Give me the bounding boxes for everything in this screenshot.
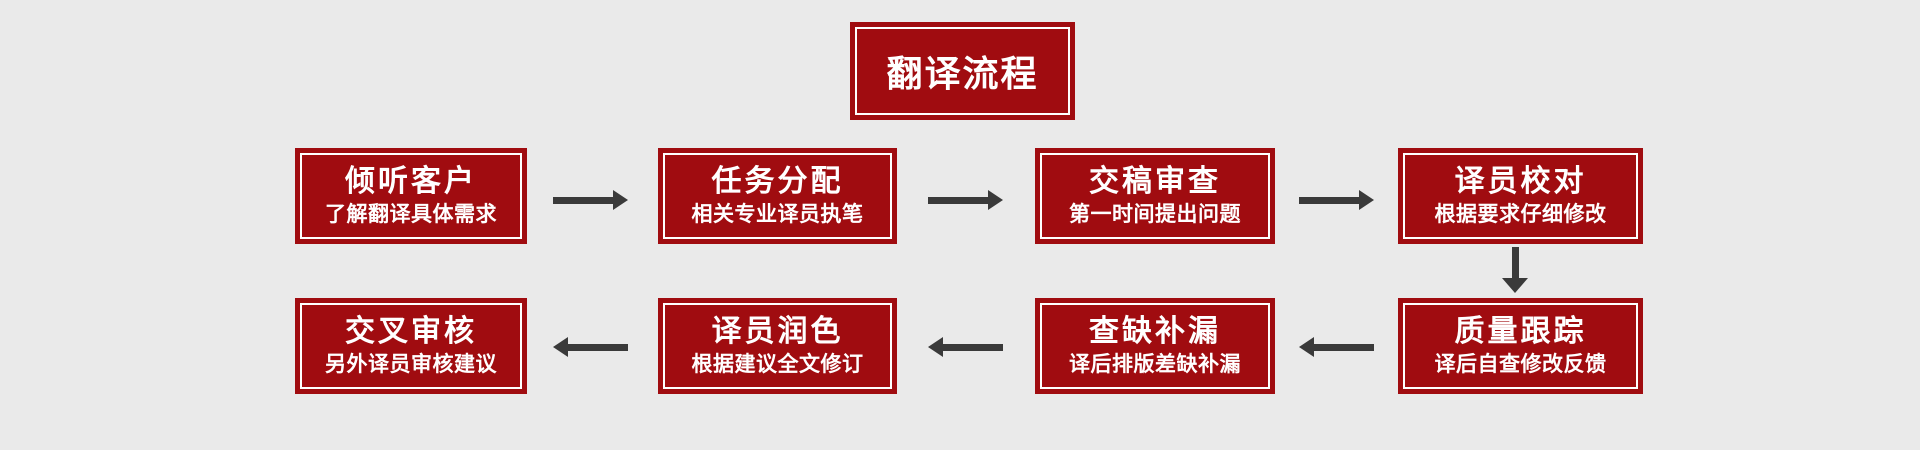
step-box-draft-review: 交稿审查 第一时间提出问题 bbox=[1035, 148, 1275, 244]
step-box-translator-polish: 译员润色 根据建议全文修订 bbox=[658, 298, 897, 394]
step-subtitle: 相关专业译员执笔 bbox=[691, 203, 864, 227]
step-subtitle: 译后自查修改反馈 bbox=[1434, 353, 1607, 377]
step-box-cross-review: 交叉审核 另外译员审核建议 bbox=[295, 298, 527, 394]
step-title: 查缺补漏 bbox=[1089, 314, 1221, 348]
arrow-left-icon bbox=[1299, 337, 1374, 357]
step-title: 交叉审核 bbox=[345, 314, 477, 348]
arrow-left-icon bbox=[553, 337, 628, 357]
step-title: 倾听客户 bbox=[345, 164, 477, 198]
step-box-quality-tracking: 质量跟踪 译后自查修改反馈 bbox=[1398, 298, 1643, 394]
step-title: 交稿审查 bbox=[1089, 164, 1221, 198]
step-box-translator-proofread: 译员校对 根据要求仔细修改 bbox=[1398, 148, 1643, 244]
step-title: 译员校对 bbox=[1454, 164, 1587, 198]
step-subtitle: 了解翻译具体需求 bbox=[325, 203, 497, 227]
step-box-task-allocation: 任务分配 相关专业译员执笔 bbox=[658, 148, 897, 244]
step-title: 译员润色 bbox=[711, 314, 844, 348]
step-subtitle: 另外译员审核建议 bbox=[325, 353, 497, 377]
step-box-listen-customer: 倾听客户 了解翻译具体需求 bbox=[295, 148, 527, 244]
step-box-gap-check: 查缺补漏 译后排版差缺补漏 bbox=[1035, 298, 1275, 394]
arrow-down-icon bbox=[1502, 247, 1528, 293]
step-subtitle: 第一时间提出问题 bbox=[1069, 203, 1241, 227]
flowchart-title-box: 翻译流程 bbox=[850, 22, 1075, 120]
arrow-right-icon bbox=[928, 190, 1003, 210]
arrow-left-icon bbox=[928, 337, 1003, 357]
arrow-right-icon bbox=[1299, 190, 1374, 210]
arrow-right-icon bbox=[553, 190, 628, 210]
step-subtitle: 译后排版差缺补漏 bbox=[1069, 353, 1241, 377]
step-title: 质量跟踪 bbox=[1454, 314, 1587, 348]
step-subtitle: 根据要求仔细修改 bbox=[1434, 203, 1607, 227]
step-title: 任务分配 bbox=[711, 164, 844, 198]
flowchart-title: 翻译流程 bbox=[886, 53, 1039, 94]
step-subtitle: 根据建议全文修订 bbox=[691, 353, 864, 377]
